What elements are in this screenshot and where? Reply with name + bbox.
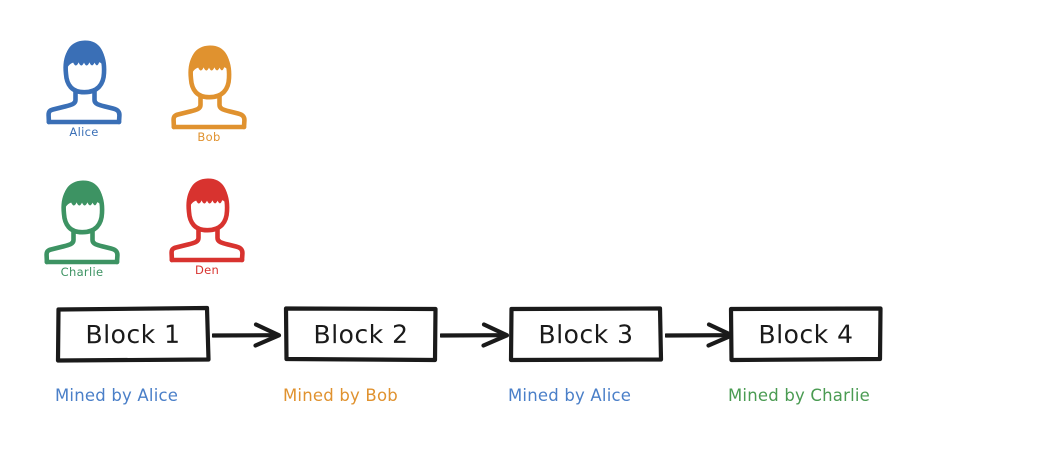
block-label: Block 3 — [538, 319, 634, 349]
block-1[interactable]: Block 1 Mined by Alice — [55, 296, 211, 426]
blockchain-row: Block 1 Mined by Alice Block 2 Mined by … — [0, 296, 1046, 426]
arrow-right-icon — [438, 322, 510, 348]
participant-alice[interactable]: Alice — [36, 34, 132, 139]
block-2[interactable]: Block 2 Mined by Bob — [283, 296, 439, 426]
block-3[interactable]: Block 3 Mined by Alice — [508, 296, 664, 426]
block-4[interactable]: Block 4 Mined by Charlie — [728, 296, 884, 426]
person-icon — [41, 34, 127, 126]
block-outline — [283, 305, 439, 363]
block-label: Block 4 — [758, 319, 854, 349]
participant-bob[interactable]: Bob — [161, 39, 257, 144]
participant-charlie[interactable]: Charlie — [34, 174, 130, 279]
participant-label: Bob — [197, 130, 221, 144]
person-icon — [164, 172, 250, 264]
block-label: Block 1 — [85, 319, 181, 349]
participant-den[interactable]: Den — [159, 172, 255, 277]
block-outline — [728, 305, 884, 363]
block-caption: Mined by Bob — [283, 386, 398, 405]
block-caption: Mined by Charlie — [728, 386, 871, 405]
arrow-right-icon — [663, 322, 735, 348]
person-icon — [39, 174, 125, 266]
block-label: Block 2 — [313, 319, 409, 349]
block-caption: Mined by Alice — [508, 386, 632, 405]
block-outline — [508, 305, 664, 363]
arrow-right-icon — [210, 322, 282, 348]
participant-label: Alice — [69, 125, 99, 139]
block-outline — [55, 305, 211, 363]
participant-label: Den — [194, 263, 220, 277]
person-icon — [166, 39, 252, 131]
participant-label: Charlie — [60, 265, 104, 279]
block-caption: Mined by Alice — [55, 386, 179, 405]
